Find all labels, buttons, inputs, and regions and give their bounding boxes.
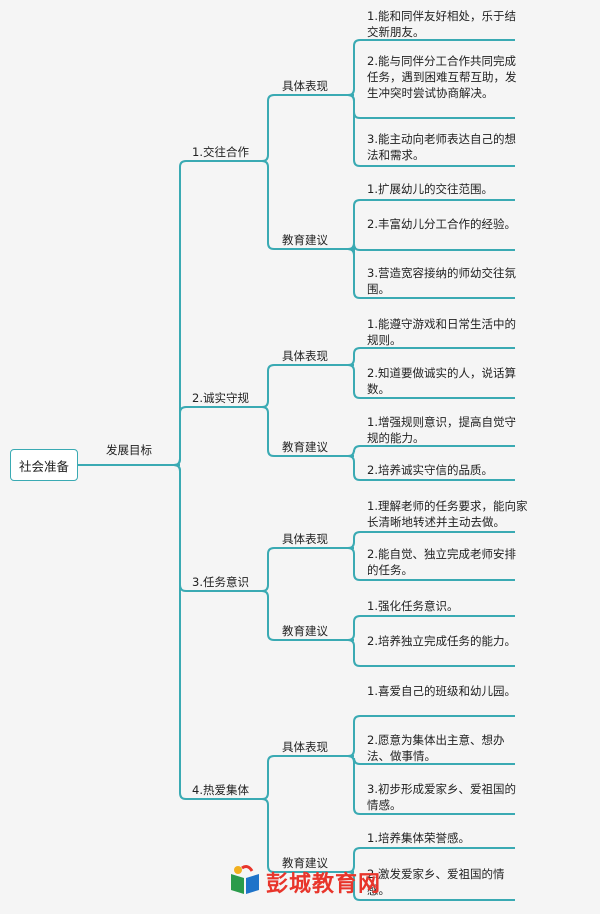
connector-line [334,547,515,581]
group-label: 教育建议 [282,233,328,247]
connector-line [240,798,354,873]
connector-line [334,347,515,366]
branch-title: 4.热爱集体 [192,783,249,797]
connector-line [334,445,515,457]
connector-line [334,455,515,481]
connector-line [334,639,515,667]
group-label: 具体表现 [282,740,328,754]
group-label: 教育建议 [282,624,328,638]
connector-line [334,755,515,815]
connector-line [240,547,354,592]
group-label: 教育建议 [282,856,328,870]
leaf-node: 2.激发爱家乡、爱祖国的情感。 [367,867,505,897]
leaf-node: 1.能遵守游戏和日常生活中的规则。 [367,317,516,347]
leaf-node: 2.培养独立完成任务的能力。 [367,634,516,648]
group-label: 具体表现 [282,79,328,93]
leaf-node: 1.扩展幼儿的交往范围。 [367,182,493,196]
connector-line [334,364,515,399]
leaf-node: 2.丰富幼儿分工合作的经验。 [367,217,516,231]
connector-line [240,590,354,641]
connector-line [240,160,354,250]
connector-line [160,464,262,800]
connector-line [334,243,515,256]
branch-title: 2.诚实守规 [192,391,249,405]
leaf-node: 3.初步形成爱家乡、爱祖国的情感。 [367,782,516,812]
connector-line [334,248,515,299]
branch-title: 1.交往合作 [192,145,249,159]
connector-line [334,871,515,901]
connector-line [334,94,515,167]
connector-line [160,406,262,466]
leaf-node: 2.愿意为集体出主意、想办法、做事情。 [367,733,505,763]
leaf-node: 1.喜爱自己的班级和幼儿园。 [367,684,516,698]
leaf-node: 1.培养集体荣誉感。 [367,831,470,845]
watermark-text: 彭城教育网 [266,872,382,897]
connector-line [160,464,262,592]
leaf-node: 2.知道要做诚实的人，说话算数。 [367,366,516,396]
root-node: 社会准备 [10,449,78,481]
root-edge-label: 发展目标 [106,443,152,457]
connector-line [240,364,354,408]
leaf-node: 2.培养诚实守信的品质。 [367,463,493,477]
leaf-node: 2.能与同伴分工合作共同完成任务，遇到困难互帮互助，发生冲突时尝试协商解决。 [367,54,517,100]
leaf-node: 3.营造宽容接纳的师幼交往氛围。 [367,266,516,296]
leaf-node: 2.能自觉、独立完成老师安排的任务。 [367,547,516,577]
connector-line [240,406,354,457]
connector-line [240,755,354,800]
group-label: 教育建议 [282,440,328,454]
connector-line [160,160,262,466]
leaf-node: 3.能主动向老师表达自己的想法和需求。 [367,132,516,162]
watermark-logo: 彭城教育网 [228,864,398,900]
leaf-node: 1.强化任务意识。 [367,599,459,613]
branch-title: 3.任务意识 [192,575,249,589]
book-logo-icon [231,865,259,894]
leaf-node: 1.能和同伴友好相处，乐于结交新朋友。 [367,9,516,39]
leaf-node: 1.增强规则意识，提高自觉守规的能力。 [367,415,516,445]
group-label: 具体表现 [282,532,328,546]
group-label: 具体表现 [282,349,328,363]
leaf-node: 1.理解老师的任务要求，能向家长清晰地转述并主动去做。 [367,499,528,529]
connector-line [240,94,354,162]
